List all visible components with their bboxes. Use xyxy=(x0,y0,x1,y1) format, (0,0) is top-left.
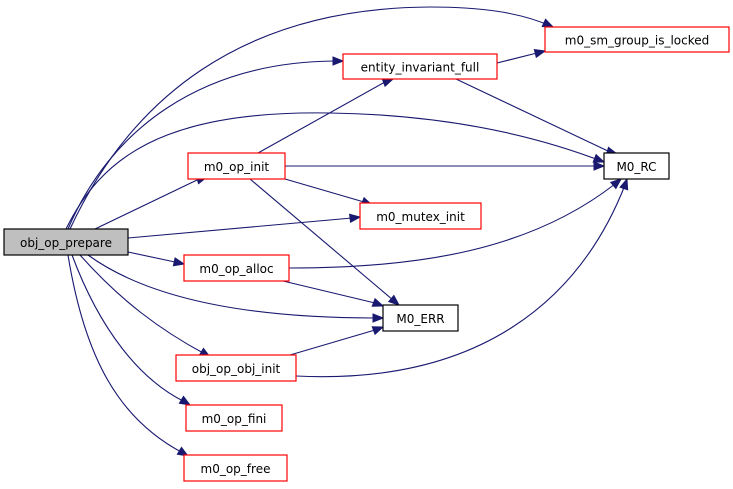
node-label: m0_mutex_init xyxy=(376,210,465,224)
edge-m0_op_init-to-entity_invariant_full xyxy=(257,78,395,154)
node-m0-sm-group-is-locked[interactable]: m0_sm_group_is_locked xyxy=(544,26,730,53)
edge-line xyxy=(87,254,376,319)
node-m0-err[interactable]: M0_ERR xyxy=(382,304,459,332)
arrowhead-icon xyxy=(541,18,555,28)
arrowhead-icon xyxy=(176,446,190,457)
edge-obj_op_prepare-to-m0_op_init xyxy=(94,175,209,230)
edge-line xyxy=(127,217,353,239)
edge-obj_op_prepare-to-m0_mutex_init xyxy=(127,213,362,239)
node-m0-rc[interactable]: M0_RC xyxy=(603,152,670,180)
node-obj-op-obj-init[interactable]: obj_op_obj_init xyxy=(175,354,297,382)
arrowhead-icon xyxy=(178,395,192,406)
arrowhead-icon xyxy=(372,313,385,323)
node-label: m0_op_free xyxy=(201,462,271,476)
node-entity-invariant-full[interactable]: entity_invariant_full xyxy=(342,53,498,80)
edge-line xyxy=(455,78,611,153)
node-m0-op-alloc[interactable]: m0_op_alloc xyxy=(183,254,290,282)
edge-line xyxy=(65,112,605,230)
node-box[interactable] xyxy=(382,304,459,332)
node-box[interactable] xyxy=(342,53,498,80)
edge-obj_op_prepare-to-M0_ERR xyxy=(87,254,385,323)
node-box[interactable] xyxy=(603,152,670,180)
node-label: obj_op_prepare xyxy=(20,236,112,250)
edge-obj_op_prepare-to-m0_op_free xyxy=(67,254,190,457)
edge-obj_op_prepare-to-m0_op_alloc xyxy=(127,251,186,267)
edge-entity_invariant_full-to-M0_RC xyxy=(455,78,619,156)
arrowhead-icon xyxy=(533,48,547,59)
node-m0-mutex-init[interactable]: m0_mutex_init xyxy=(359,202,482,230)
node-box[interactable] xyxy=(187,152,286,180)
edge-obj_op_obj_init-to-M0_ERR xyxy=(289,326,385,356)
edge-line xyxy=(288,183,616,269)
edge-line xyxy=(295,184,626,378)
node-box[interactable] xyxy=(3,228,129,256)
arrowhead-icon xyxy=(609,178,623,190)
edge-m0_op_init-to-M0_ERR xyxy=(249,178,401,306)
edge-line xyxy=(71,254,186,403)
node-box[interactable] xyxy=(183,254,290,282)
edge-m0_op_alloc-to-M0_ERR xyxy=(282,280,385,307)
arrowhead-icon xyxy=(172,257,186,267)
arrowhead-icon xyxy=(381,78,395,88)
edge-obj_op_prepare-to-m0_op_fini xyxy=(71,254,192,406)
edge-line xyxy=(257,81,386,154)
node-box[interactable] xyxy=(544,26,730,53)
edge-entity_invariant_full-to-m0_sm_group_is_locked xyxy=(496,48,547,64)
edge-line xyxy=(282,280,376,304)
edge-line xyxy=(67,60,336,230)
arrowhead-icon xyxy=(371,326,385,336)
node-box[interactable] xyxy=(175,354,297,382)
arrowhead-icon xyxy=(387,294,401,306)
node-box[interactable] xyxy=(185,404,283,432)
arrowhead-icon xyxy=(593,161,606,171)
edge-obj_op_prepare-to-M0_RC xyxy=(65,112,606,230)
node-label: M0_ERR xyxy=(396,312,444,326)
arrowhead-icon xyxy=(592,153,606,163)
nodes-layer: obj_op_prepare entity_invariant_full m0_sm… xyxy=(3,26,730,482)
node-obj-op-prepare[interactable]: obj_op_prepare xyxy=(3,228,129,256)
edge-obj_op_prepare-to-entity_invariant_full xyxy=(67,56,345,230)
edge-line xyxy=(496,52,538,64)
node-m0-op-free[interactable]: m0_op_free xyxy=(183,454,288,482)
edge-m0_op_alloc-to-M0_RC xyxy=(288,178,623,269)
arrowhead-icon xyxy=(332,56,345,66)
arrowhead-icon xyxy=(619,177,629,191)
node-label: obj_op_obj_init xyxy=(192,362,281,376)
edge-m0_op_init-to-m0_mutex_init xyxy=(284,178,374,206)
edge-obj_op_prepare-to-m0_sm_group_is_locked xyxy=(69,6,555,230)
arrowhead-icon xyxy=(371,297,385,307)
edge-line xyxy=(94,179,198,230)
edge-obj_op_obj_init-to-M0_RC xyxy=(295,177,629,378)
node-m0-op-init[interactable]: m0_op_init xyxy=(187,152,286,180)
node-box[interactable] xyxy=(359,202,482,230)
edge-line xyxy=(127,251,176,263)
node-label: m0_op_fini xyxy=(202,412,267,426)
node-label: m0_op_alloc xyxy=(199,262,273,276)
edge-m0_op_init-to-M0_RC xyxy=(285,161,606,171)
node-label: m0_sm_group_is_locked xyxy=(565,34,710,48)
edge-line xyxy=(79,254,206,355)
node-m0-op-fini[interactable]: m0_op_fini xyxy=(185,404,283,432)
node-label: m0_op_init xyxy=(204,160,270,174)
edge-line xyxy=(289,329,376,356)
arrowhead-icon xyxy=(348,213,362,224)
node-label: M0_RC xyxy=(616,160,656,174)
node-box[interactable] xyxy=(183,454,288,482)
node-label: entity_invariant_full xyxy=(361,61,480,75)
edge-line xyxy=(249,178,394,301)
edge-line xyxy=(67,254,184,454)
edge-line xyxy=(284,178,365,203)
edge-line xyxy=(69,6,554,230)
